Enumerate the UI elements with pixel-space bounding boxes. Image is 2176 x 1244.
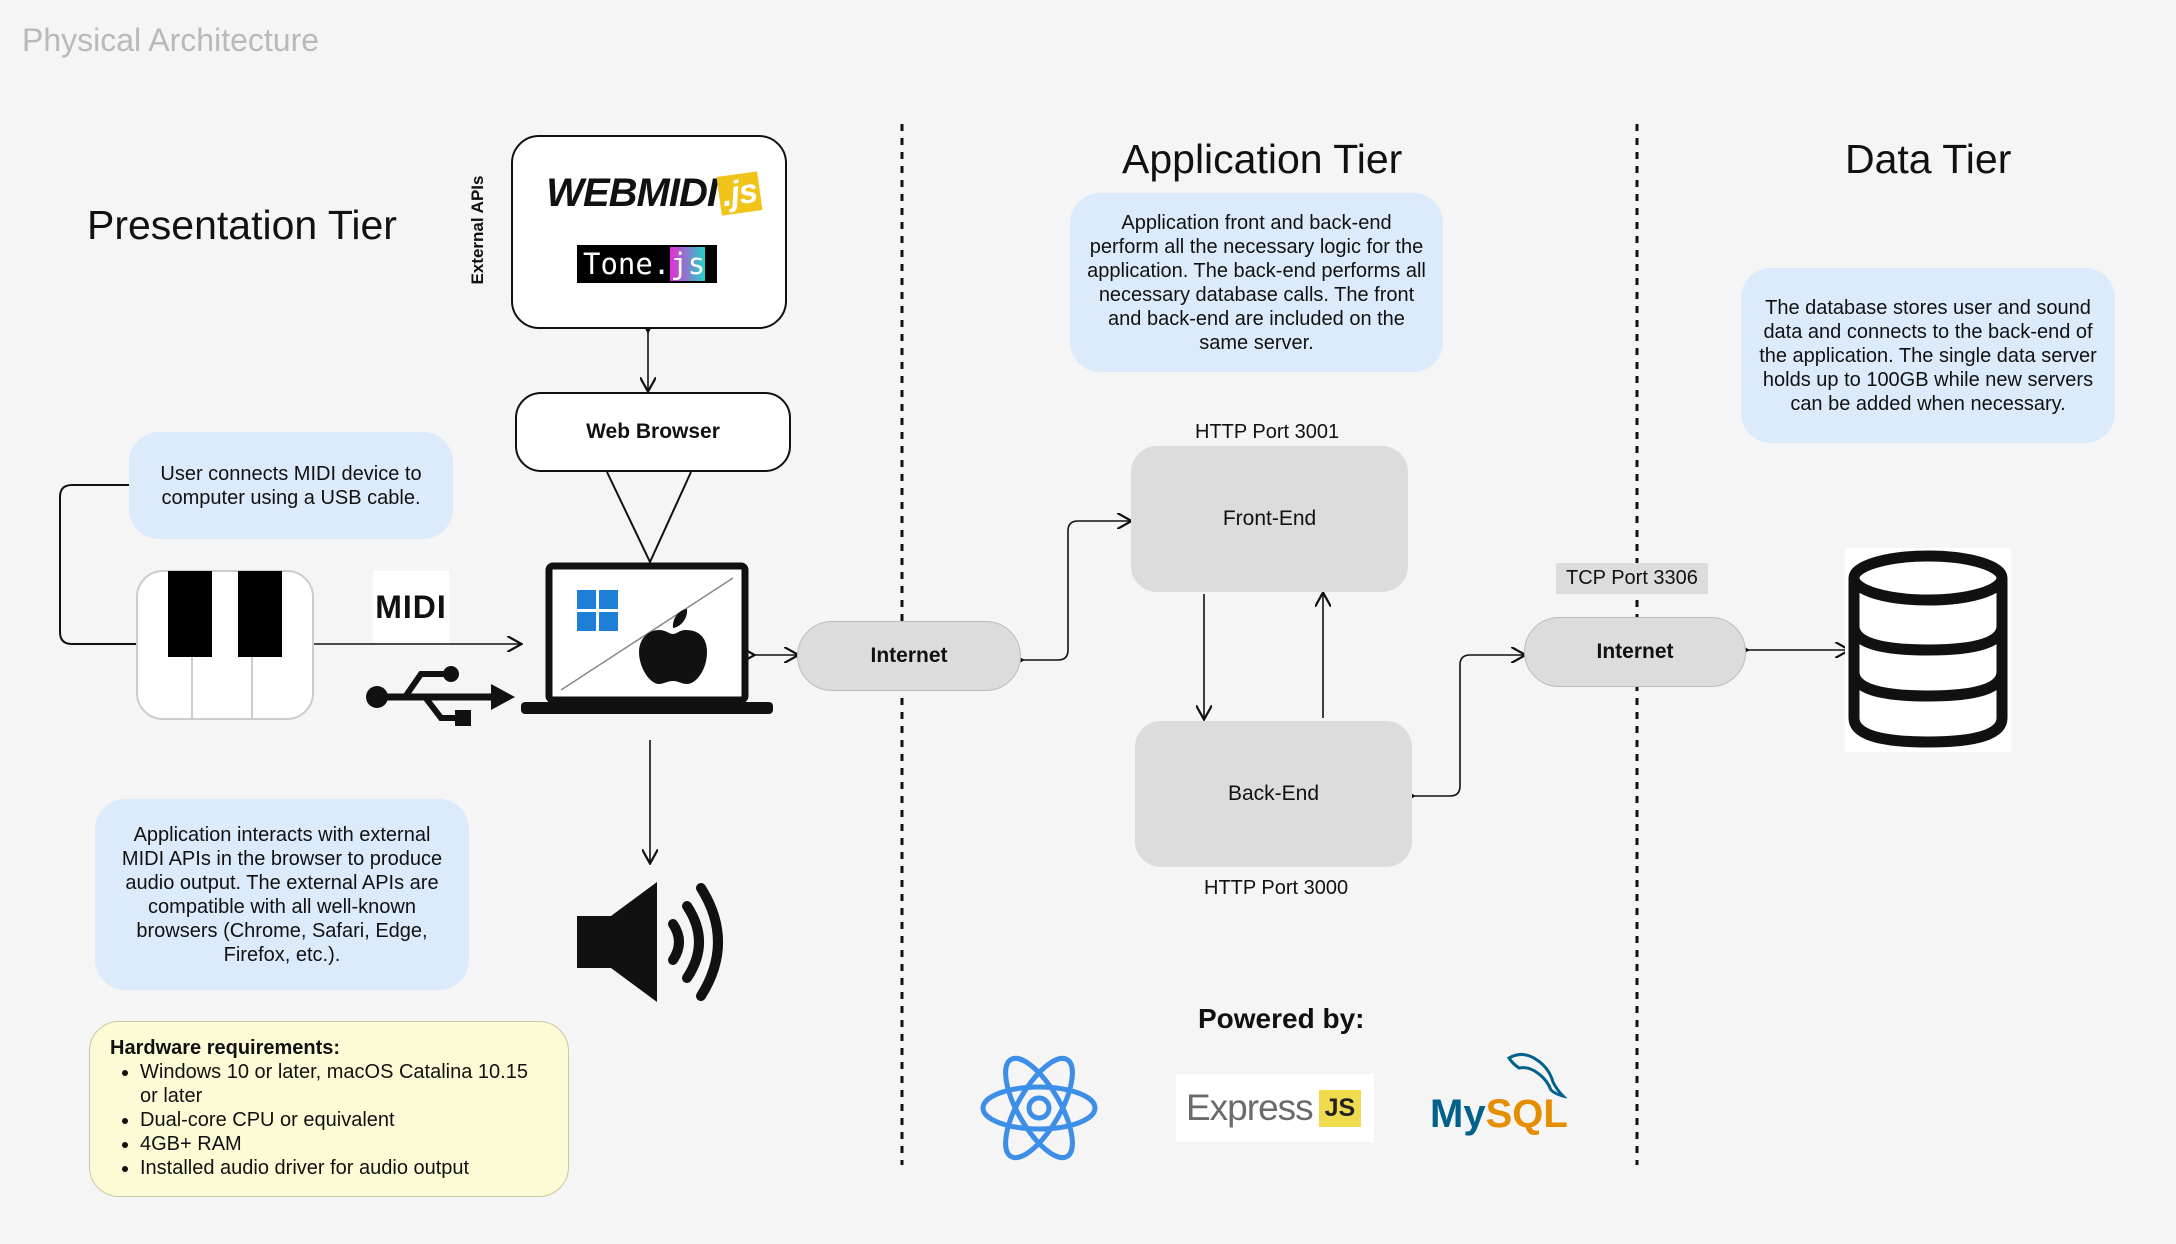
note-midi-device: User connects MIDI device to computer us… [129, 432, 453, 539]
database-icon [1845, 548, 2011, 752]
hardware-requirements-title: Hardware requirements: [110, 1037, 341, 1059]
midi-logo: MIDI [373, 571, 449, 643]
http-port-front-label: HTTP Port 3001 [1195, 421, 1340, 443]
front-end-server: Front-End [1131, 446, 1408, 592]
react-logo-icon [980, 1055, 1098, 1161]
usb-icon [366, 666, 515, 726]
tcp-port-label: TCP Port 3306 [1556, 563, 1708, 594]
internet-node-right: Internet [1524, 617, 1746, 687]
note-external-apis: Application interacts with external MIDI… [95, 799, 469, 990]
note-application: Application front and back-end perform a… [1070, 193, 1443, 372]
windows-logo-icon [577, 590, 618, 631]
presentation-tier-title: Presentation Tier [87, 202, 397, 248]
piano-keyboard-icon [136, 570, 314, 720]
tonejs-logo: Tone.js [577, 245, 717, 283]
arrow-internet-frontend [1021, 521, 1130, 660]
page-title: Physical Architecture [22, 22, 320, 58]
powered-by-label: Powered by: [1198, 1003, 1365, 1034]
browser-laptop-link [606, 471, 692, 565]
apple-logo-icon [639, 609, 707, 684]
hardware-requirements-box: Hardware requirements: Windows 10 or lat… [89, 1021, 569, 1197]
speaker-icon [577, 882, 723, 1002]
list-item: Windows 10 or later, macOS Catalina 10.1… [140, 1060, 548, 1108]
internet-node-left: Internet [797, 621, 1021, 691]
webmidi-logo: WEBMIDI.js [546, 160, 763, 226]
list-item: Dual-core CPU or equivalent [140, 1108, 548, 1132]
mysql-logo: MySQL [1430, 1092, 1568, 1136]
http-port-back-label: HTTP Port 3000 [1204, 877, 1349, 899]
hardware-requirements-list: Windows 10 or later, macOS Catalina 10.1… [110, 1060, 548, 1180]
mysql-dolphin-icon [1506, 1053, 1567, 1099]
list-item: Installed audio driver for audio output [140, 1156, 548, 1180]
web-browser-box: Web Browser [515, 392, 791, 472]
application-tier-title: Application Tier [1122, 136, 1403, 182]
laptop-icon [521, 562, 773, 714]
keyboard-loop-line [59, 484, 136, 645]
data-tier-title: Data Tier [1845, 136, 2012, 182]
arrow-backend-internet [1412, 655, 1524, 796]
list-item: 4GB+ RAM [140, 1132, 548, 1156]
external-apis-label: External APIs [468, 175, 487, 285]
note-data: The database stores user and sound data … [1741, 268, 2115, 443]
back-end-server: Back-End [1135, 721, 1412, 867]
